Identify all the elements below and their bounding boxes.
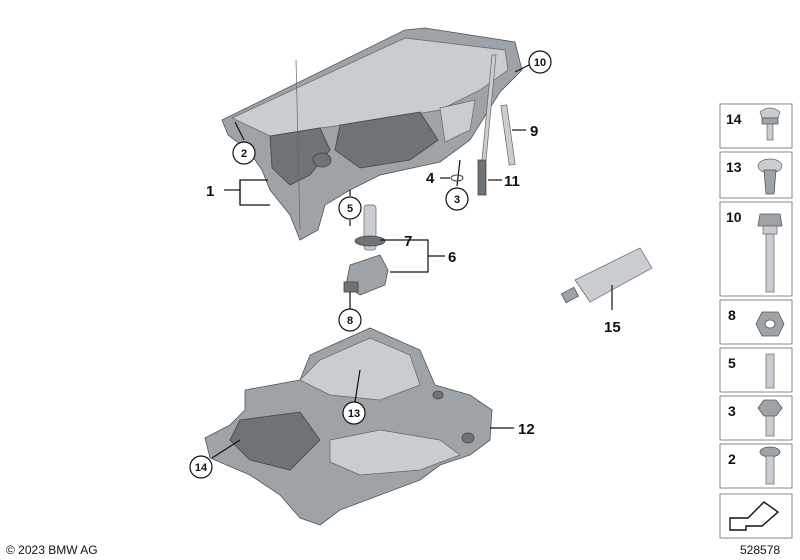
callout-2: 2 xyxy=(241,148,247,160)
legend-cell-10 xyxy=(719,201,793,297)
oil-pan-illustration xyxy=(221,27,523,241)
callout-2-circle xyxy=(232,141,256,165)
legend-label-8: 8 xyxy=(728,307,736,323)
o-ring-washer xyxy=(450,174,464,182)
hex-screw-icon xyxy=(757,399,783,437)
legend-label-2: 2 xyxy=(728,451,736,467)
torx-screw-icon xyxy=(759,446,781,485)
callout-13-circle xyxy=(342,401,366,425)
legend-label-14: 14 xyxy=(726,111,742,127)
stud-icon xyxy=(765,353,775,389)
callout-14-circle xyxy=(189,455,213,479)
oil-level-sensor-illustration xyxy=(343,204,389,296)
callout-13: 13 xyxy=(348,408,360,420)
callout-12: 12 xyxy=(518,421,535,438)
legend-cell-13 xyxy=(719,151,793,199)
rivet-icon xyxy=(757,158,783,195)
callout-10: 10 xyxy=(534,57,546,69)
callout-7: 7 xyxy=(404,233,412,250)
legend-cell-3 xyxy=(719,395,793,441)
long-bolt-icon xyxy=(757,213,783,293)
clip-icon xyxy=(759,107,781,141)
callout-14: 14 xyxy=(195,462,208,474)
nav-arrow-box[interactable] xyxy=(719,493,793,539)
callout-15: 15 xyxy=(604,319,621,336)
callout-3-circle xyxy=(445,187,469,211)
leader-lines xyxy=(211,64,613,459)
callout-5-circle xyxy=(338,196,362,220)
callout-9: 9 xyxy=(530,123,538,140)
callout-8-circle xyxy=(338,308,362,332)
legend-label-13: 13 xyxy=(726,159,742,175)
callout-8: 8 xyxy=(347,315,353,327)
legend-cell-14 xyxy=(719,103,793,149)
legend-label-10: 10 xyxy=(726,209,742,225)
callout-5: 5 xyxy=(347,203,353,215)
diagram-id: 528578 xyxy=(740,543,780,557)
callout-4: 4 xyxy=(426,170,435,187)
copyright-text: © 2023 BMW AG xyxy=(6,543,98,557)
callout-1: 1 xyxy=(206,183,214,200)
underbody-shield-illustration xyxy=(204,327,493,526)
legend-label-3: 3 xyxy=(728,403,736,419)
callout-11: 11 xyxy=(504,173,520,190)
dipstick-tube-illustration xyxy=(477,54,516,196)
callout-3: 3 xyxy=(454,194,460,206)
callout-10-circle xyxy=(528,50,552,74)
callouts: 1 2 3 4 5 6 7 8 9 10 11 12 13 14 15 xyxy=(189,50,621,479)
legend-cell-5 xyxy=(719,347,793,393)
legend-label-5: 5 xyxy=(728,355,736,371)
fastener-legend: 14 13 10 8 5 xyxy=(719,103,793,539)
hex-nut-icon xyxy=(755,311,785,337)
callout-6: 6 xyxy=(448,249,456,266)
arrow-left-down-icon xyxy=(729,501,780,531)
sealant-tube-illustration xyxy=(560,247,653,304)
